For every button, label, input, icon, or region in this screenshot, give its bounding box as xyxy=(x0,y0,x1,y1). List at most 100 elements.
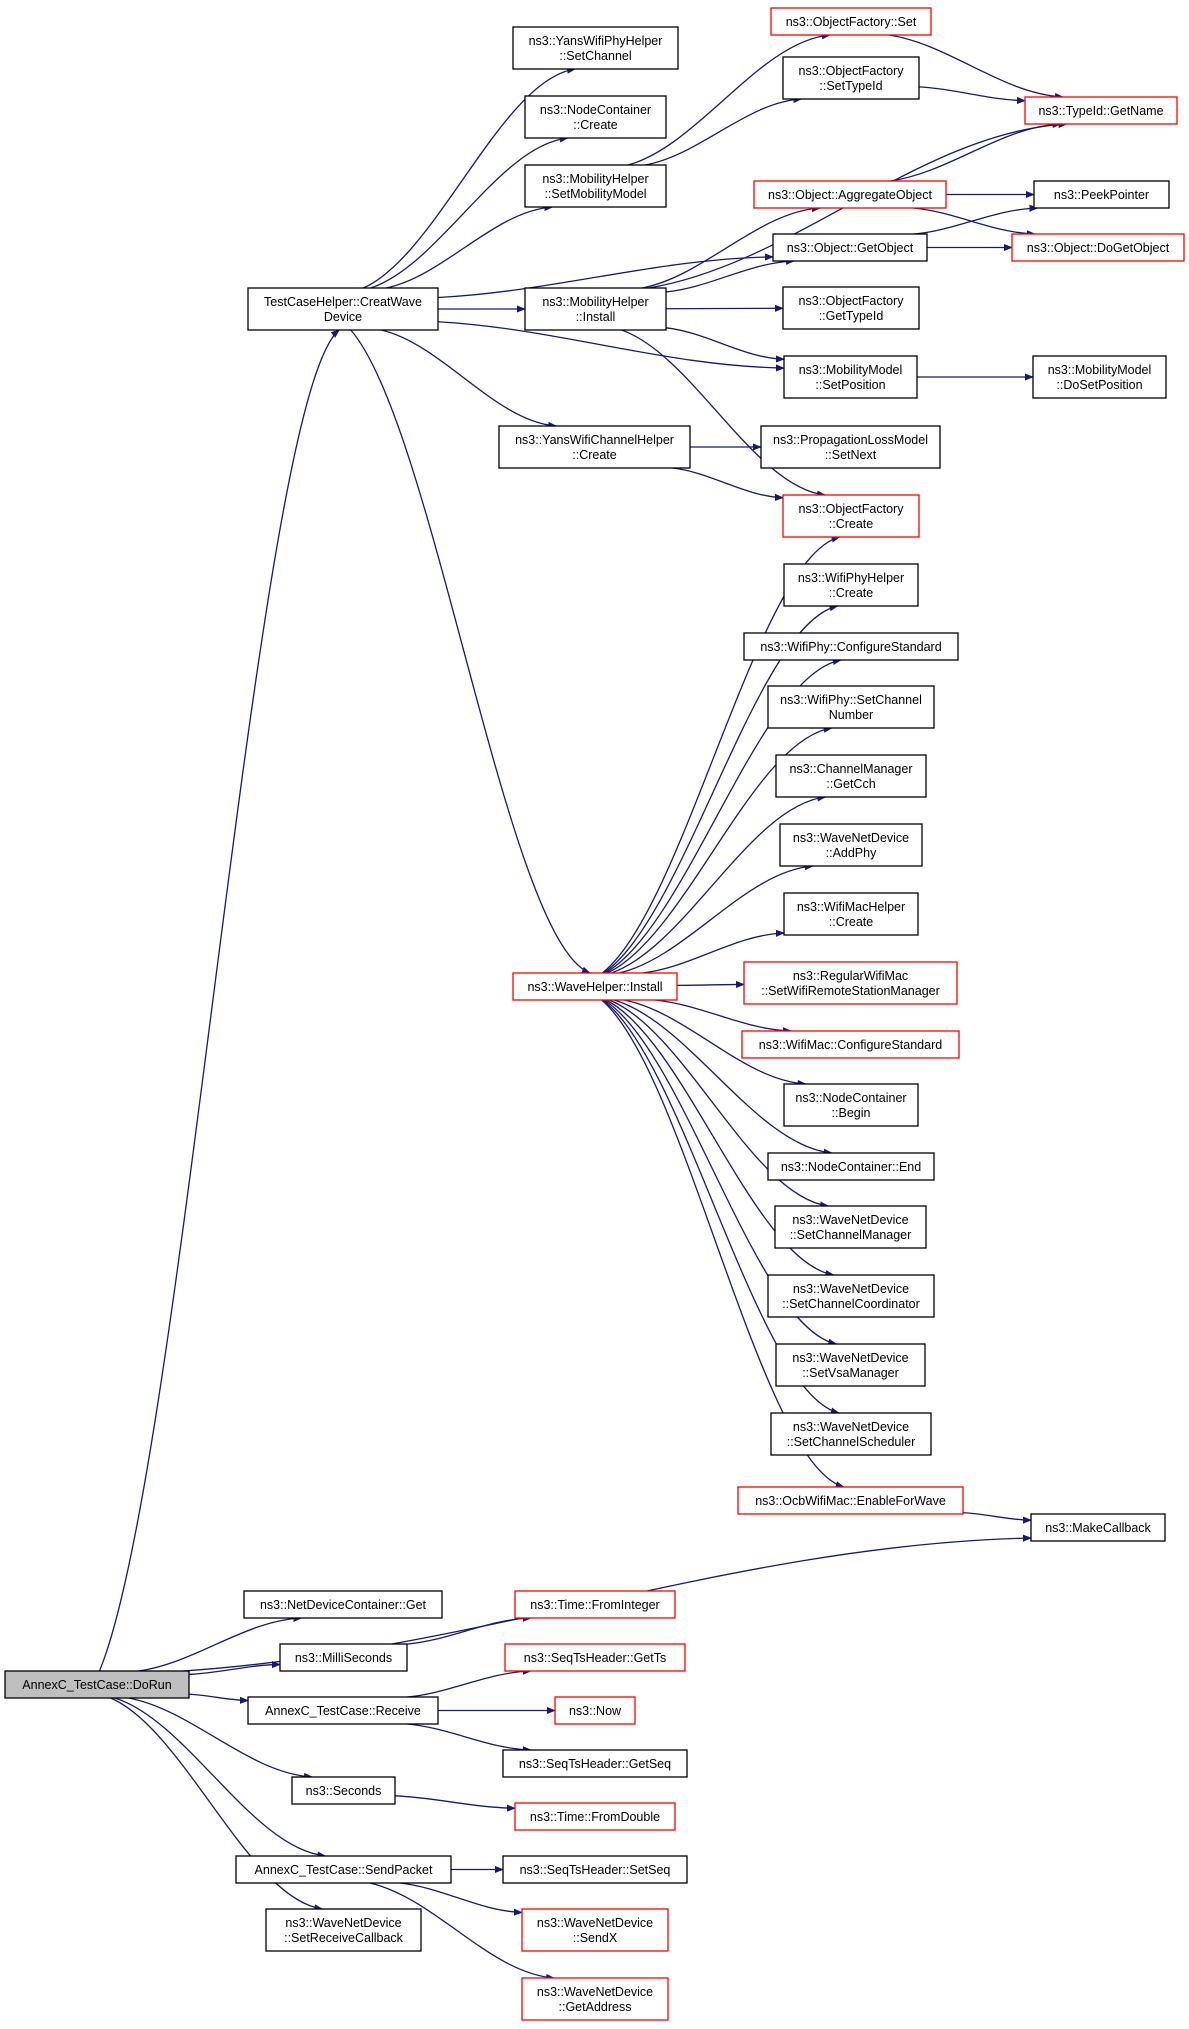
edge-wave-helper-install-to-channel-manager-get-cch xyxy=(611,794,827,974)
node-label-yans-channel-create-0: ns3::YansWifiChannelHelper xyxy=(515,433,674,447)
node-label-time-from-integer-0: ns3::Time::FromInteger xyxy=(530,1598,659,1612)
edges-layer xyxy=(98,32,1068,1981)
node-get-object[interactable]: ns3::Object::GetObject xyxy=(772,233,928,262)
node-wnd-set-receive-callback[interactable]: ns3::WaveNetDevice::SetReceiveCallback xyxy=(265,1908,422,1952)
node-peek-pointer[interactable]: ns3::PeekPointer xyxy=(1033,180,1170,209)
node-milli-seconds[interactable]: ns3::MilliSeconds xyxy=(279,1643,408,1672)
node-box-node-container-create xyxy=(524,95,667,139)
node-box-aggregate-object xyxy=(753,180,947,209)
edge-mobility-install-to-get-object xyxy=(665,257,796,293)
node-obj-factory-set[interactable]: ns3::ObjectFactory::Set xyxy=(770,7,932,36)
node-label-channel-manager-get-cch-1: ::GetCch xyxy=(826,777,875,791)
node-wnd-set-channel-manager[interactable]: ns3::WaveNetDevice::SetChannelManager xyxy=(774,1205,927,1249)
node-mobility-set-model[interactable]: ns3::MobilityHelper::SetMobilityModel xyxy=(524,164,667,208)
node-seq-ts-get-ts[interactable]: ns3::SeqTsHeader::GetTs xyxy=(504,1643,686,1672)
node-label-now-0: ns3::Now xyxy=(569,1704,622,1718)
node-seq-ts-set-seq[interactable]: ns3::SeqTsHeader::SetSeq xyxy=(502,1855,688,1884)
node-wifi-phy-helper-create[interactable]: ns3::WifiPhyHelper::Create xyxy=(783,563,919,607)
edge-mobility-set-model-to-obj-factory-set-type-id xyxy=(645,95,803,166)
node-wnd-set-channel-coordinator[interactable]: ns3::WaveNetDevice::SetChannelCoordinato… xyxy=(767,1274,935,1318)
node-label-receive-0: AnnexC_TestCase::Receive xyxy=(265,1704,421,1718)
node-label-get-object-0: ns3::Object::GetObject xyxy=(787,241,914,255)
node-box-mobility-set-model xyxy=(524,164,667,208)
node-obj-factory-set-type-id[interactable]: ns3::ObjectFactory::SetTypeId xyxy=(782,56,920,100)
node-label-ocb-enable-for-wave-0: ns3::OcbWifiMac::EnableForWave xyxy=(755,1494,946,1508)
node-yans-channel-create[interactable]: ns3::YansWifiChannelHelper::Create xyxy=(498,425,691,469)
node-time-from-integer[interactable]: ns3::Time::FromInteger xyxy=(514,1590,676,1619)
node-node-container-create[interactable]: ns3::NodeContainer::Create xyxy=(524,95,667,139)
node-receive[interactable]: AnnexC_TestCase::Receive xyxy=(247,1696,439,1725)
node-label-peek-pointer-0: ns3::PeekPointer xyxy=(1054,188,1149,202)
node-mobility-install[interactable]: ns3::MobilityHelper::Install xyxy=(524,287,667,331)
node-obj-factory-create[interactable]: ns3::ObjectFactory::Create xyxy=(782,494,920,538)
node-wifi-mac-configure-standard[interactable]: ns3::WifiMac::ConfigureStandard xyxy=(741,1030,960,1059)
nodes-layer: AnnexC_TestCase::DoRun TestCaseHelper::Cr… xyxy=(4,7,1185,2021)
node-box-time-from-double xyxy=(514,1802,676,1831)
node-regular-wifi-mac-set-rsm[interactable]: ns3::RegularWifiMac::SetWifiRemoteStatio… xyxy=(743,961,958,1005)
node-net-device-container-get[interactable]: ns3::NetDeviceContainer::Get xyxy=(243,1590,443,1619)
node-prop-loss-set-next[interactable]: ns3::PropagationLossModel::SetNext xyxy=(760,425,941,469)
node-label-create-wave-0: TestCaseHelper::CreatWave xyxy=(264,295,422,309)
node-box-node-container-end xyxy=(767,1152,935,1181)
node-seq-ts-get-seq[interactable]: ns3::SeqTsHeader::GetSeq xyxy=(502,1749,688,1778)
edge-wave-helper-install-to-wnd-set-channel-coordinator xyxy=(605,999,835,1278)
edge-wave-helper-install-to-wifi-phy-set-channel-number xyxy=(607,725,833,974)
node-wave-net-device-add-phy[interactable]: ns3::WaveNetDevice::AddPhy xyxy=(779,823,923,867)
node-box-wifi-phy-helper-create xyxy=(783,563,919,607)
node-box-yans-channel-create xyxy=(498,425,691,469)
node-label-wave-helper-install-0: ns3::WaveHelper::Install xyxy=(527,980,662,994)
node-channel-manager-get-cch[interactable]: ns3::ChannelManager::GetCch xyxy=(775,754,927,798)
node-label-node-container-begin-1: ::Begin xyxy=(832,1106,871,1120)
edge-wave-helper-install-to-wifi-phy-configure-standard xyxy=(604,657,842,974)
node-wave-helper-install[interactable]: ns3::WaveHelper::Install xyxy=(512,972,678,1001)
node-make-callback[interactable]: ns3::MakeCallback xyxy=(1030,1513,1166,1542)
node-wnd-get-address[interactable]: ns3::WaveNetDevice::GetAddress xyxy=(521,1977,669,2021)
node-box-wifi-phy-set-channel-number xyxy=(767,685,935,729)
node-node-container-begin[interactable]: ns3::NodeContainer::Begin xyxy=(783,1083,919,1127)
node-wnd-set-channel-scheduler[interactable]: ns3::WaveNetDevice::SetChannelScheduler xyxy=(770,1412,932,1456)
node-label-wnd-set-vsa-manager-1: ::SetVsaManager xyxy=(802,1366,899,1380)
edge-create-wave-to-node-container-create xyxy=(370,135,569,289)
node-yans-phy-set-channel[interactable]: ns3::YansWifiPhyHelper::SetChannel xyxy=(512,26,679,70)
node-label-send-packet-0: AnnexC_TestCase::SendPacket xyxy=(255,1863,433,1877)
node-wifi-mac-helper-create[interactable]: ns3::WifiMacHelper::Create xyxy=(783,892,919,936)
node-label-mobility-install-0: ns3::MobilityHelper xyxy=(542,295,648,309)
edge-yans-channel-create-to-obj-factory-create xyxy=(672,467,784,501)
node-mobility-model-do-set-position[interactable]: ns3::MobilityModel::DoSetPosition xyxy=(1032,355,1167,399)
node-label-seq-ts-get-seq-0: ns3::SeqTsHeader::GetSeq xyxy=(519,1757,671,1771)
edge-send-packet-to-wnd-get-address xyxy=(369,1882,556,1981)
node-label-regular-wifi-mac-set-rsm-0: ns3::RegularWifiMac xyxy=(793,969,908,983)
edge-do-run-to-seconds xyxy=(128,1697,314,1781)
node-label-regular-wifi-mac-set-rsm-1: ::SetWifiRemoteStationManager xyxy=(761,984,940,998)
node-aggregate-object[interactable]: ns3::Object::AggregateObject xyxy=(753,180,947,209)
edge-mobility-set-model-to-obj-factory-set xyxy=(627,32,831,166)
node-node-container-end[interactable]: ns3::NodeContainer::End xyxy=(767,1152,935,1181)
edge-aggregate-object-to-type-id-get-name xyxy=(890,120,1062,182)
node-do-get-object[interactable]: ns3::Object::DoGetObject xyxy=(1011,233,1185,262)
node-label-wnd-set-receive-callback-1: ::SetReceiveCallback xyxy=(284,1931,404,1945)
node-box-wnd-send-x xyxy=(521,1908,669,1952)
node-do-run[interactable]: AnnexC_TestCase::DoRun xyxy=(4,1670,190,1699)
node-wifi-phy-configure-standard[interactable]: ns3::WifiPhy::ConfigureStandard xyxy=(743,632,959,661)
edge-wave-helper-install-to-wifi-mac-configure-standard xyxy=(654,999,792,1035)
edge-send-packet-to-wnd-send-x xyxy=(399,1882,523,1916)
node-seconds[interactable]: ns3::Seconds xyxy=(291,1776,396,1805)
node-ocb-enable-for-wave[interactable]: ns3::OcbWifiMac::EnableForWave xyxy=(737,1486,964,1515)
edge-milli-seconds-to-time-from-integer xyxy=(406,1614,532,1645)
node-box-seq-ts-get-ts xyxy=(504,1643,686,1672)
node-label-yans-phy-set-channel-1: ::SetChannel xyxy=(559,49,631,63)
node-box-wave-helper-install xyxy=(512,972,678,1001)
node-send-packet[interactable]: AnnexC_TestCase::SendPacket xyxy=(235,1855,452,1884)
node-time-from-double[interactable]: ns3::Time::FromDouble xyxy=(514,1802,676,1831)
node-wnd-set-vsa-manager[interactable]: ns3::WaveNetDevice::SetVsaManager xyxy=(775,1343,926,1387)
node-label-mobility-model-set-position-1: ::SetPosition xyxy=(815,378,885,392)
edge-obj-factory-set-to-type-id-get-name xyxy=(888,34,1064,101)
node-label-channel-manager-get-cch-0: ns3::ChannelManager xyxy=(790,762,913,776)
node-type-id-get-name[interactable]: ns3::TypeId::GetName xyxy=(1024,96,1178,125)
node-mobility-model-set-position[interactable]: ns3::MobilityModel::SetPosition xyxy=(783,355,918,399)
node-now[interactable]: ns3::Now xyxy=(554,1696,636,1725)
node-obj-factory-get-type-id[interactable]: ns3::ObjectFactory::GetTypeId xyxy=(782,286,920,330)
node-wnd-send-x[interactable]: ns3::WaveNetDevice::SendX xyxy=(521,1908,669,1952)
